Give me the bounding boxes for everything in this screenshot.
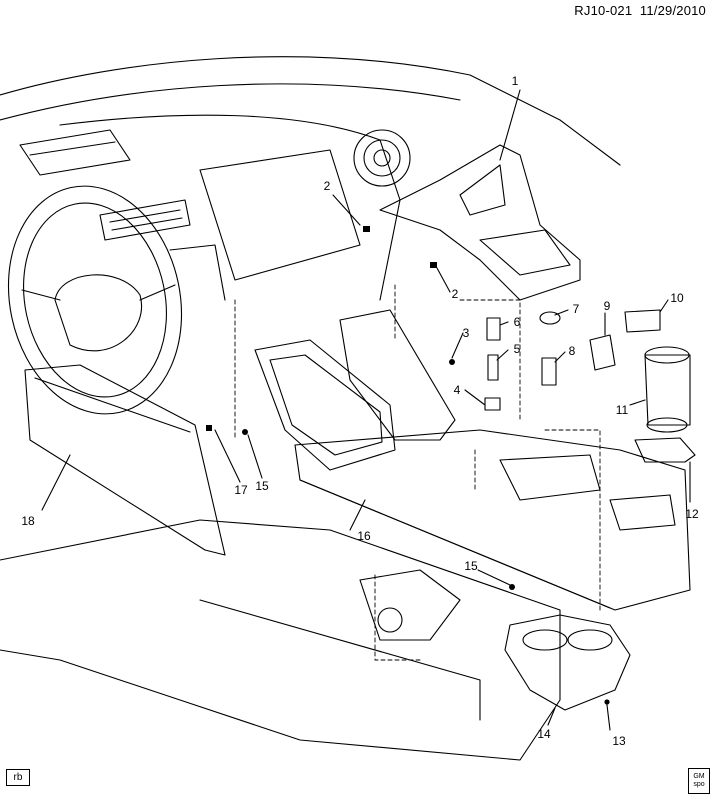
round-vent: [353, 129, 411, 187]
console-16: [294, 429, 691, 611]
gm-logo-bottom: spo: [693, 781, 705, 788]
callout-18: 18: [21, 514, 35, 528]
callout-2: 2: [452, 287, 459, 301]
switch-9: [589, 334, 616, 371]
document-date: 11/29/2010: [639, 3, 706, 18]
callout-12: 12: [685, 507, 699, 521]
center-vent: [99, 199, 191, 241]
diagram-header: RJ10-021 11/29/2010: [574, 3, 706, 18]
gm-logo-top: GM: [693, 773, 705, 780]
callout-5: 5: [514, 342, 521, 356]
outlet-6: [486, 317, 501, 341]
document-id: RJ10-021: [574, 3, 633, 18]
outlet-8: [541, 357, 557, 386]
callout-15: 15: [464, 559, 478, 573]
callout-16: 16: [357, 529, 371, 543]
steering-hub: [54, 274, 143, 352]
callout-8: 8: [569, 344, 576, 358]
rb-tag: rb: [6, 769, 30, 786]
nut-3: [449, 359, 455, 365]
dashboard-outline: [0, 56, 621, 166]
screw-15a: [242, 429, 248, 435]
outlet-7: [539, 311, 561, 325]
callout-9: 9: [604, 299, 611, 313]
outlet-4: [484, 397, 501, 411]
clip-2a: [363, 226, 370, 232]
callout-7: 7: [573, 302, 580, 316]
nut-13: [604, 699, 610, 705]
switch-10: [624, 309, 661, 333]
bin-base-12: [634, 437, 696, 463]
console-side-panel: [254, 339, 396, 471]
callout-4: 4: [454, 383, 461, 397]
callout-13: 13: [612, 734, 626, 748]
callout-1: 1: [512, 74, 519, 88]
outlet-5: [487, 354, 499, 381]
instrument-hood: [19, 129, 131, 176]
callout-17: 17: [234, 483, 248, 497]
steering-wheel: [7, 185, 183, 415]
trim-plate-1: [379, 144, 581, 301]
clip-17: [206, 425, 212, 431]
callout-6: 6: [514, 315, 521, 329]
screw-15b: [509, 584, 515, 590]
clip-2b: [430, 262, 437, 268]
callout-10: 10: [670, 291, 684, 305]
callout-2: 2: [324, 179, 331, 193]
callout-3: 3: [463, 326, 470, 340]
knee-bolster-18: [24, 364, 226, 556]
cupholder-14: [504, 614, 631, 711]
gm-spo-logo: GM spo: [688, 768, 710, 794]
storage-bin-11: [644, 354, 691, 426]
callout-14: 14: [537, 727, 551, 741]
callout-15: 15: [255, 479, 269, 493]
callout-11: 11: [616, 403, 629, 417]
floor-pan: [0, 519, 561, 761]
